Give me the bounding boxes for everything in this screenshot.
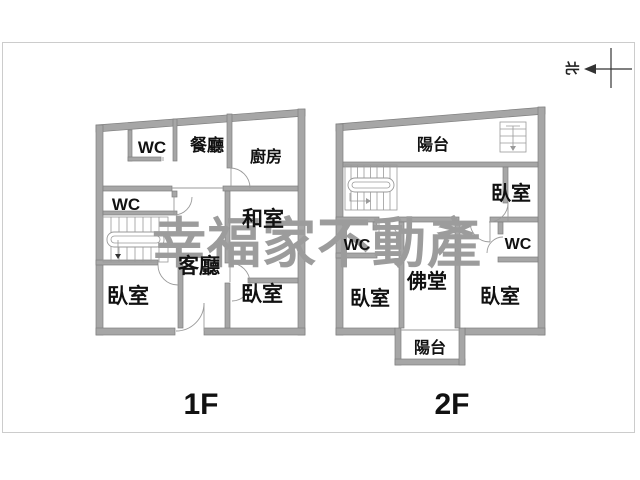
- room-label-living: 客廳: [178, 254, 220, 278]
- doors-2f: [378, 202, 509, 331]
- room-label-tatami: 和室: [242, 207, 284, 231]
- room-label-wc-upper-1f: WC: [138, 138, 166, 157]
- room-label-wc-right-2f: WC: [505, 236, 532, 253]
- room-label-wc-left-2f: WC: [344, 237, 371, 254]
- roof-ladder-icon: [499, 121, 527, 153]
- north-label: 北: [564, 61, 580, 75]
- room-label-bedroom-left-2f: 臥室: [350, 286, 390, 310]
- walls-2f: [335, 106, 546, 366]
- room-label-balcony-bottom: 陽台: [414, 338, 446, 357]
- room-label-bedroom-right-2f: 臥室: [480, 284, 520, 308]
- staircase-2f: [344, 164, 398, 211]
- doors-1f: [157, 157, 251, 332]
- staircase-1f: [102, 216, 169, 263]
- room-label-kitchen: 廚房: [250, 147, 282, 166]
- room-label-bedroom-right-1f: 臥室: [241, 282, 283, 306]
- room-labels-1f: WC 餐廳 廚房 WC 和室 客廳 臥室 臥室: [107, 135, 284, 308]
- floor-title-1f: 1F: [183, 388, 218, 421]
- room-label-bedroom-left-1f: 臥室: [107, 284, 149, 308]
- north-indicator: 北: [564, 48, 632, 88]
- north-arrow-head: [584, 64, 596, 74]
- room-label-wc-middle-1f: WC: [112, 195, 140, 214]
- watermark-text: 幸福家不動產: [152, 214, 482, 274]
- room-label-balcony-top: 陽台: [417, 135, 449, 154]
- image-border-frame: [2, 42, 635, 433]
- room-label-buddhist-hall: 佛堂: [406, 270, 447, 293]
- walls-1f: [95, 108, 306, 336]
- room-label-dining: 餐廳: [190, 135, 224, 155]
- room-label-bedroom-upper-2f: 臥室: [491, 181, 531, 205]
- room-labels-2f: 陽台 臥室 WC WC 佛堂 臥室 臥室 陽台: [344, 135, 532, 357]
- floor-title-2f: 2F: [434, 388, 469, 421]
